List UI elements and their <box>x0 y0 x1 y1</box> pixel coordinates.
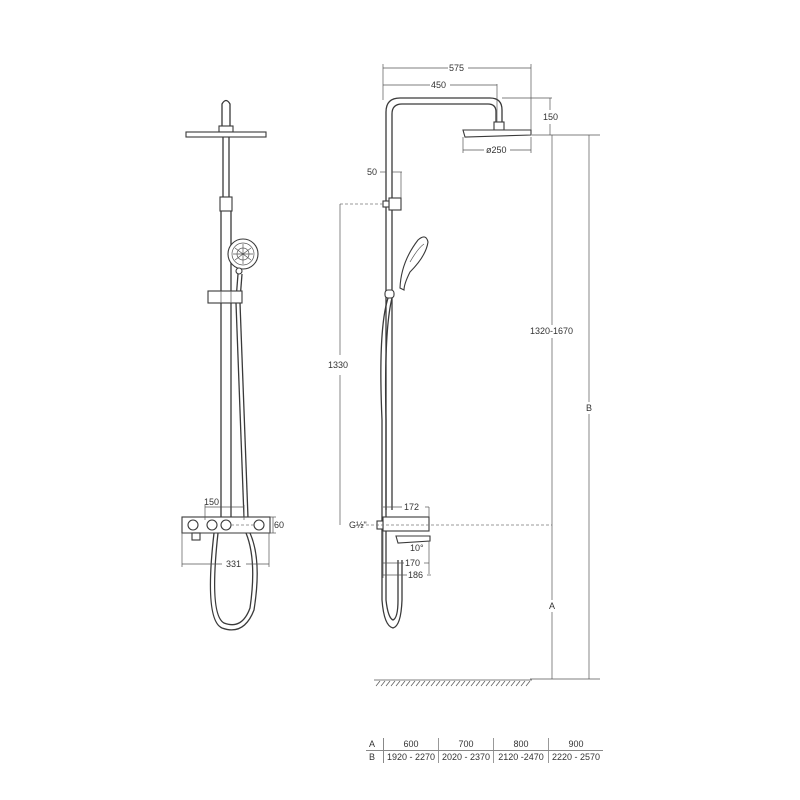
dim-spout-angle: 10° <box>410 543 424 553</box>
dim-head-diameter: ø250 <box>486 145 507 155</box>
table-cell: 2220 - 2570 <box>551 752 601 762</box>
dim-spout-depth-2: 186 <box>408 570 423 580</box>
dim-thermostat-height: 60 <box>274 520 284 530</box>
slider-bracket <box>207 290 243 304</box>
control-knob-4 <box>253 519 265 531</box>
table-cell: 2120 -2470 <box>494 751 549 763</box>
dimension-table: A 600 700 800 900 B 1920 - 2270 2020 - 2… <box>366 738 603 763</box>
spout-side <box>395 535 431 544</box>
head-joint <box>493 121 505 131</box>
front-view: 150 60 331 <box>181 99 284 631</box>
side-view: 575 450 150 ø250 50 1330 1320-1670 <box>328 63 600 687</box>
dim-wall-offset: 50 <box>367 167 377 177</box>
control-knob-2 <box>206 519 218 531</box>
dim-head-to-inlet: 1320-1670 <box>530 326 573 336</box>
table-cell: 700 <box>439 738 494 750</box>
slider-ring <box>384 289 395 299</box>
dim-inlet-thread: G½" <box>349 520 367 530</box>
dim-spout-depth-1: 170 <box>405 558 420 568</box>
riser-arm-outer <box>385 97 503 510</box>
head-connector <box>218 125 234 133</box>
table-cell: 800 <box>494 738 549 750</box>
control-knob-1 <box>187 519 199 531</box>
table-row: B 1920 - 2270 2020 - 2370 2120 -2470 222… <box>366 751 603 763</box>
table-cell: 2020 - 2370 <box>439 751 494 763</box>
dim-total-height-label: B <box>586 403 592 413</box>
dim-inlet-height-label: A <box>549 601 555 611</box>
spout-stub <box>191 532 201 541</box>
dim-knob-spacing: 150 <box>204 497 219 507</box>
overhead-shower-plate <box>185 131 267 138</box>
table-cell: 900 <box>568 739 584 749</box>
wall-bracket <box>388 197 402 211</box>
hose-loop-inner <box>213 532 254 626</box>
riser-arm-inner <box>391 103 497 510</box>
thermostat-side <box>382 516 430 532</box>
dim-overall-projection: 575 <box>449 63 464 73</box>
hose-side-outer <box>380 297 403 629</box>
hand-shower-side <box>399 236 429 291</box>
dim-arm-projection: 450 <box>431 80 446 90</box>
dim-thermostat-depth: 172 <box>404 502 419 512</box>
riser-coupling <box>219 196 233 212</box>
table-cell: 600 <box>384 738 439 750</box>
hose-loop-outer <box>209 532 258 631</box>
overhead-shower-side <box>462 129 532 138</box>
table-cell: 1920 - 2270 <box>384 751 439 763</box>
hand-shower-front <box>227 238 259 301</box>
hose-side-inner <box>384 297 399 621</box>
table-row: A 600 700 800 900 <box>366 738 603 751</box>
control-knob-3 <box>220 519 232 531</box>
hose-upper <box>235 302 245 519</box>
row-label: B <box>366 751 384 763</box>
riser-top-cap <box>221 99 231 132</box>
dim-head-drop: 150 <box>543 112 558 122</box>
floor-hatch <box>374 679 532 687</box>
dim-slide-length: 1330 <box>328 360 348 370</box>
dim-thermostat-width: 331 <box>226 559 241 569</box>
row-label: A <box>366 738 384 750</box>
